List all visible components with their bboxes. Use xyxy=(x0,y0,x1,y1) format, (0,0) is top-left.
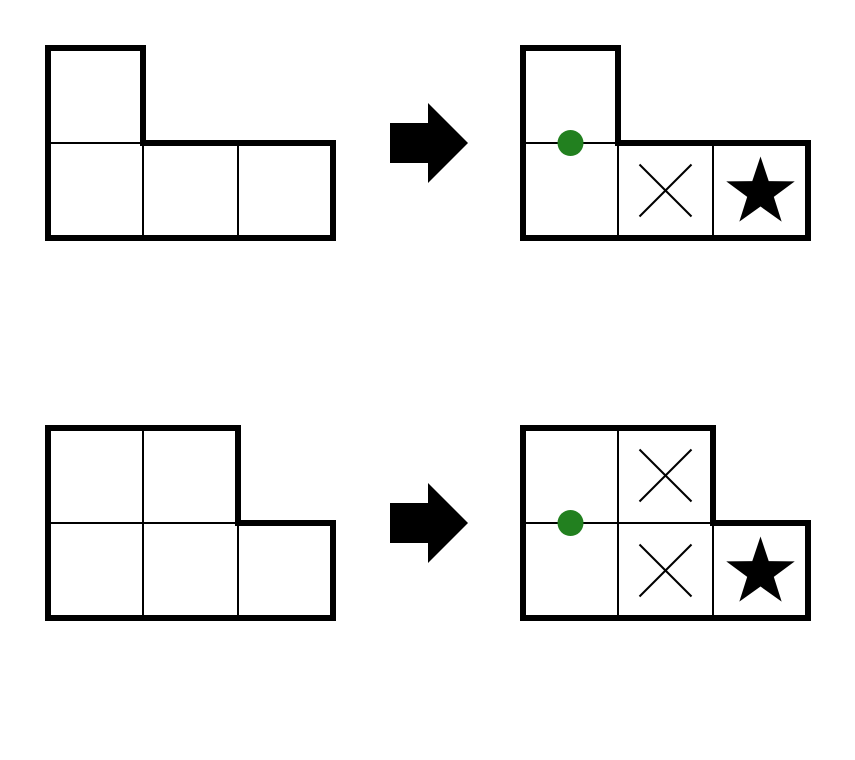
cross-icon xyxy=(638,163,693,218)
star-icon xyxy=(726,536,795,602)
grid-cell xyxy=(47,47,144,144)
grid-cell xyxy=(522,522,619,619)
grid-cell xyxy=(47,142,144,239)
grid-cell xyxy=(522,47,619,144)
right-arrow-icon xyxy=(390,483,468,563)
grid-cell xyxy=(522,142,619,239)
grid-cell xyxy=(47,427,144,524)
after-shape-1 xyxy=(520,45,811,241)
grid-cell xyxy=(237,142,334,239)
grid-cell xyxy=(47,522,144,619)
grid-cell xyxy=(522,427,619,524)
dot-icon xyxy=(557,130,584,156)
before-shape-2 xyxy=(45,425,336,621)
right-arrow-icon xyxy=(390,103,468,183)
grid-cell xyxy=(142,522,239,619)
before-shape-1 xyxy=(45,45,336,241)
cross-icon xyxy=(638,543,693,598)
grid-cell xyxy=(142,427,239,524)
star-icon xyxy=(726,156,795,222)
grid-cell xyxy=(237,522,334,619)
after-shape-2 xyxy=(520,425,811,621)
cross-icon xyxy=(638,448,693,503)
grid-cell xyxy=(142,142,239,239)
dot-icon xyxy=(557,510,584,536)
